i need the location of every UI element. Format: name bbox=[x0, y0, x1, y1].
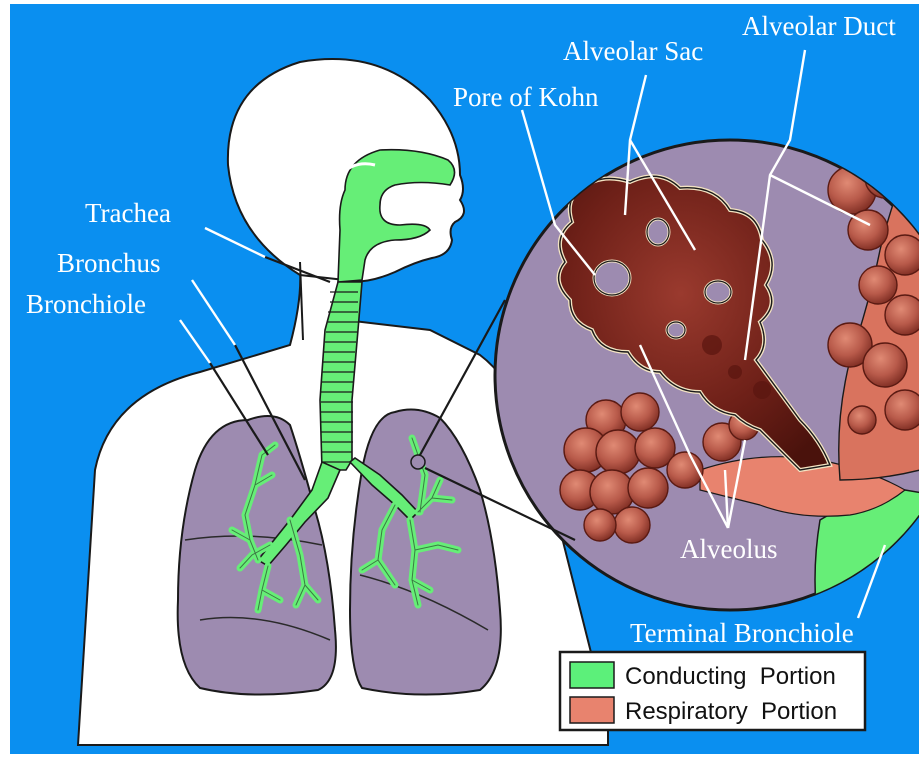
alveolus-marker bbox=[411, 455, 425, 469]
label-bronchus: Bronchus bbox=[57, 248, 161, 278]
legend-swatch-respiratory bbox=[570, 697, 614, 723]
label-alveolar-sac: Alveolar Sac bbox=[563, 36, 703, 66]
legend-swatch-conducting bbox=[570, 662, 614, 688]
label-alveolar-duct: Alveolar Duct bbox=[742, 11, 896, 41]
legend: Conducting Portion Respiratory Portion bbox=[560, 652, 865, 730]
legend-label-conducting: Conducting Portion bbox=[625, 663, 836, 690]
label-alveolus: Alveolus bbox=[680, 534, 778, 564]
legend-label-respiratory: Respiratory Portion bbox=[625, 698, 837, 725]
label-terminal-bronchiole: Terminal Bronchiole bbox=[630, 618, 854, 648]
label-bronchiole: Bronchiole bbox=[26, 289, 146, 319]
label-trachea: Trachea bbox=[85, 198, 171, 228]
label-pore-of-kohn: Pore of Kohn bbox=[453, 82, 599, 112]
